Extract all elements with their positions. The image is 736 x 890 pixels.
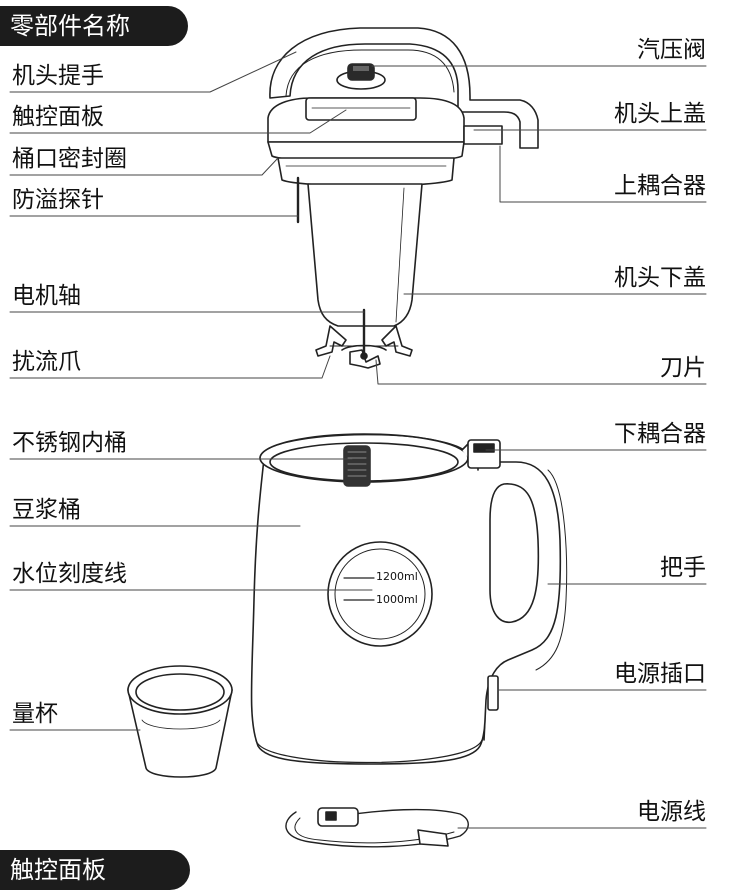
label-pressure-valve: 汽压阀 (637, 37, 706, 63)
mesh-filter (343, 445, 371, 487)
scale-mark-1200: 1200ml (376, 570, 418, 583)
label-jug-handle: 把手 (660, 555, 706, 581)
leader-lines (9, 51, 707, 829)
measuring-cup (127, 665, 233, 778)
sealing-ring (277, 157, 455, 187)
label-upper-coupler: 上耦合器 (614, 173, 706, 199)
blade (349, 349, 381, 369)
label-head-handle: 机头提手 (12, 63, 104, 89)
power-socket (487, 675, 499, 711)
label-jug-body: 豆浆桶 (12, 497, 81, 523)
upper-coupler (463, 125, 503, 145)
label-measuring-cup: 量杯 (12, 701, 58, 727)
head-handle (269, 27, 539, 149)
label-motor-shaft: 电机轴 (12, 283, 81, 309)
label-overflow-probe: 防溢探针 (12, 187, 104, 213)
scale-mark-1000: 1000ml (376, 593, 418, 606)
label-power-cord: 电源线 (637, 799, 706, 825)
label-spoiler-claw: 扰流爪 (12, 349, 81, 375)
parts-section-title: 零部件名称 (0, 6, 188, 46)
pressure-valve (336, 63, 386, 90)
label-blade: 刀片 (660, 355, 706, 381)
head-unit (267, 27, 539, 369)
spoiler-claw (315, 325, 413, 357)
head-lower-cover (307, 183, 423, 327)
power-cord (285, 807, 469, 848)
jug-body (250, 433, 568, 765)
label-water-level: 水位刻度线 (12, 561, 127, 587)
water-level-window (327, 541, 433, 647)
label-inner-bucket: 不锈钢内桶 (12, 430, 127, 456)
touch-panel (305, 97, 417, 121)
label-sealing-ring: 桶口密封圈 (12, 146, 127, 172)
label-power-socket: 电源插口 (614, 661, 706, 687)
label-touch-panel: 触控面板 (12, 104, 104, 130)
label-head-lower-cover: 机头下盖 (614, 265, 706, 291)
label-lower-coupler: 下耦合器 (614, 421, 706, 447)
label-head-top-cover: 机头上盖 (614, 101, 706, 127)
